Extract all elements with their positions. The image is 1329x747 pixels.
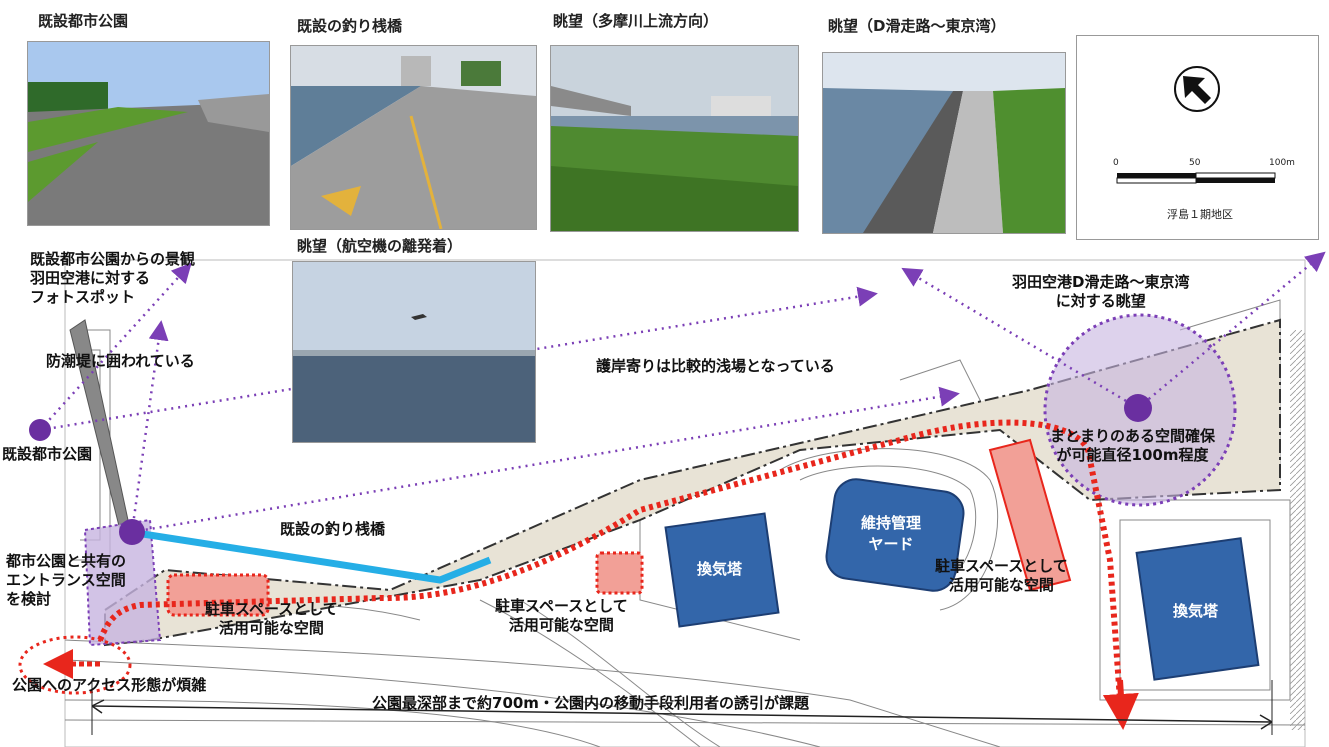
- fishing-pier: [129, 528, 492, 584]
- label-shallow: 護岸寄りは比較的浅場となっている: [596, 357, 835, 375]
- parking-center: [595, 551, 644, 595]
- maintenance-yard: [825, 478, 965, 592]
- label-parking-left: 駐車スペースとして 活用可能な空間: [205, 600, 338, 637]
- map-legend: 0 50 100m 浮島１期地区: [1076, 35, 1319, 240]
- parking-left: [166, 573, 270, 617]
- label-seawall: 防潮堤に囲われている: [46, 352, 195, 370]
- vent-tower-2: [1135, 537, 1260, 681]
- scale-tick-100: 100m: [1269, 158, 1295, 168]
- label-vent-tower-1: 換気塔: [697, 560, 743, 578]
- viewpoint-open-space: [1124, 394, 1152, 422]
- depth-arrow: [91, 680, 1273, 735]
- photo-fishing-pier: [290, 45, 537, 230]
- scale-tick-50: 50: [1189, 158, 1201, 168]
- north-arrow-icon: [1174, 66, 1220, 112]
- sight-lines: [39, 251, 1326, 534]
- photo-existing-park: [27, 41, 270, 226]
- walking-route: [97, 419, 1123, 701]
- district-name: 浮島１期地区: [1167, 208, 1233, 221]
- scale-bar: [1116, 172, 1276, 184]
- photo-caption-aircraft: 眺望（航空機の離発着）: [297, 237, 463, 255]
- label-haneda-view: 羽田空港D滑走路～東京湾 に対する眺望: [1012, 273, 1190, 310]
- photo-caption-upstream: 眺望（多摩川上流方向）: [553, 12, 719, 30]
- label-entrance: 都市公園と共有の エントランス空間 を検討: [6, 552, 127, 608]
- label-park-view: 既設都市公園からの景観 羽田空港に対する フォトスポット: [30, 250, 196, 306]
- parking-right: [988, 438, 1072, 592]
- photo-caption-runway: 眺望（D滑走路～東京湾）: [828, 17, 1006, 35]
- photo-runway-view: [822, 52, 1066, 234]
- photo-caption-park: 既設都市公園: [38, 12, 129, 30]
- label-open-space: まとまりのある空間確保 が可能直径100m程度: [1050, 427, 1216, 464]
- viewpoint-entrance: [119, 519, 145, 545]
- photo-aircraft-view: [292, 261, 536, 443]
- label-maintenance-yard: 維持管理 ヤード: [861, 514, 922, 553]
- label-existing-park: 既設都市公園: [2, 445, 93, 463]
- legend-graphics: [1116, 66, 1276, 184]
- photo-caption-pier: 既設の釣り桟橋: [297, 17, 403, 35]
- photo-upstream-view: [550, 45, 799, 232]
- label-access: 公園へのアクセス形態が煩雑: [12, 676, 207, 694]
- label-depth: 公園最深部まで約700m・公園内の移動手段利用者の誘引が課題: [372, 694, 809, 712]
- label-parking-center: 駐車スペースとして 活用可能な空間: [495, 597, 628, 634]
- scale-tick-0: 0: [1113, 158, 1119, 168]
- access-circle: [18, 635, 132, 695]
- viewpoint-existing-park: [29, 419, 51, 441]
- park-area: [104, 318, 1281, 647]
- hatched-strip: [1290, 330, 1305, 730]
- label-fishing-pier: 既設の釣り桟橋: [280, 520, 386, 538]
- route-arrow-end: [1102, 679, 1139, 730]
- label-vent-tower-2: 換気塔: [1173, 602, 1219, 620]
- vent-tower-1: [664, 512, 780, 628]
- label-parking-right: 駐車スペースとして 活用可能な空間: [935, 557, 1068, 594]
